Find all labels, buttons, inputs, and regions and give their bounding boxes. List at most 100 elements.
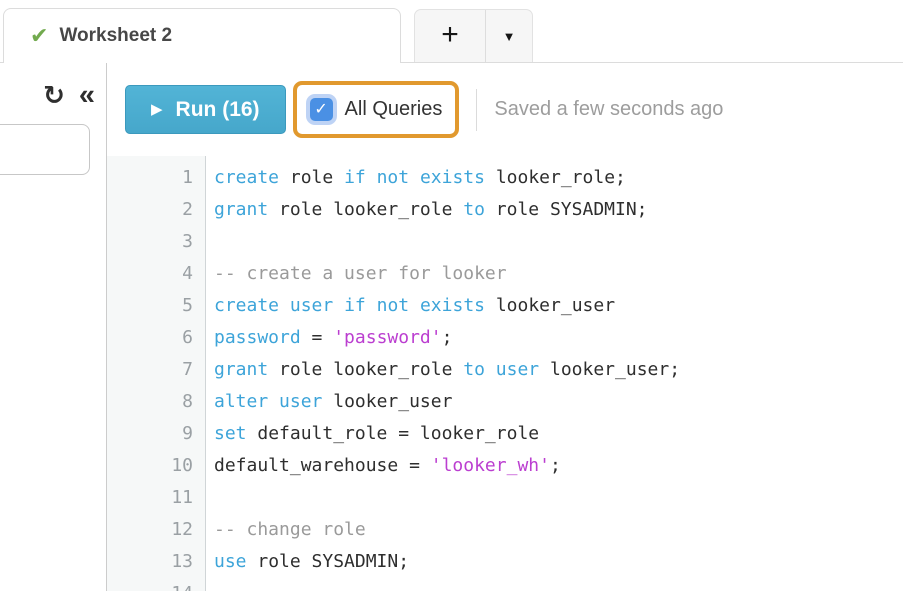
line-number: 13 — [171, 551, 193, 572]
code-token-keyword: user — [279, 391, 323, 412]
code-token-keyword: alter — [214, 391, 269, 412]
code-line[interactable]: set default_role = looker_role — [214, 418, 903, 450]
code-token-keyword: to — [463, 199, 485, 220]
line-number: 10 — [171, 455, 193, 476]
code-token-string: 'password' — [333, 327, 442, 348]
code-token-keyword: exists — [419, 167, 485, 188]
line-number: 3 — [182, 231, 193, 252]
code-token-plain — [409, 295, 420, 316]
line-number: 14 — [107, 578, 193, 591]
object-search-input[interactable] — [0, 124, 90, 175]
worksheet-content: ▶ Run (16) ✓ All Queries Saved a few sec… — [107, 63, 903, 591]
code-token-comment: -- create a user for looker — [214, 263, 507, 284]
caret-down-icon: ▼ — [502, 28, 516, 44]
line-number: 5 — [182, 295, 193, 316]
refresh-icon[interactable]: ↻ — [43, 80, 65, 111]
tab-bar: ✔ Worksheet 2 + ▼ — [0, 0, 903, 63]
tab-actions-divider — [485, 10, 486, 62]
save-status-text: Saved a few seconds ago — [494, 98, 724, 120]
code-token-string: 'looker_wh' — [430, 455, 550, 476]
code-token-plain: ; — [549, 455, 561, 476]
code-token-plain: role SYSADMIN; — [246, 551, 410, 572]
tab-label: Worksheet 2 — [59, 25, 173, 46]
collapse-sidebar-icon[interactable]: « — [78, 79, 95, 111]
code-line[interactable]: grant role looker_role to role SYSADMIN; — [214, 194, 903, 226]
code-line[interactable]: alter user looker_user — [214, 386, 903, 418]
code-line[interactable]: default_warehouse = 'looker_wh'; — [214, 450, 903, 482]
code-token-plain — [279, 295, 290, 316]
left-sidebar: ↻ « — [0, 63, 107, 591]
line-number: 8 — [182, 391, 193, 412]
code-line[interactable]: -- create a user for looker — [214, 258, 903, 290]
code-line[interactable]: use role SYSADMIN; — [214, 546, 903, 578]
line-number: 6 — [182, 327, 193, 348]
sidebar-icons: ↻ « — [43, 79, 95, 111]
all-queries-highlight-box: ✓ All Queries — [292, 81, 460, 138]
code-line[interactable] — [214, 226, 903, 258]
line-number: 4 — [182, 263, 193, 284]
all-queries-label[interactable]: All Queries — [344, 98, 443, 120]
code-token-plain: role looker_role — [268, 359, 464, 380]
line-number: 12 — [171, 519, 193, 540]
code-token-plain — [409, 167, 420, 188]
code-token-plain: looker_user — [485, 295, 616, 316]
sql-editor[interactable]: 1234567891011121314 create role if not e… — [107, 156, 903, 591]
code-token-keyword: if — [344, 295, 366, 316]
code-token-plain: = — [300, 327, 334, 348]
code-token-plain — [268, 391, 279, 412]
code-token-keyword: not — [376, 295, 410, 316]
code-token-plain — [366, 167, 377, 188]
code-token-keyword: if — [344, 167, 366, 188]
code-token-plain: role looker_role — [268, 199, 464, 220]
code-token-plain: ; — [441, 327, 453, 348]
code-line[interactable]: create role if not exists looker_role; — [214, 162, 903, 194]
line-number: 1 — [182, 167, 193, 188]
code-token-keyword: grant — [214, 199, 269, 220]
code-token-keyword: create — [214, 167, 280, 188]
code-token-plain — [366, 295, 377, 316]
code-token-plain — [485, 359, 496, 380]
code-token-keyword: use — [214, 551, 247, 572]
code-token-keyword: user — [495, 359, 540, 380]
run-button-label: Run (16) — [175, 97, 260, 121]
code-token-keyword: user — [289, 295, 334, 316]
code-area[interactable]: create role if not exists looker_role;gr… — [206, 156, 903, 591]
code-token-keyword: not — [376, 167, 410, 188]
line-number: 11 — [171, 487, 193, 508]
toolbar: ▶ Run (16) ✓ All Queries Saved a few sec… — [107, 63, 903, 156]
tab-worksheet-2[interactable]: ✔ Worksheet 2 — [3, 8, 401, 63]
code-token-plain: default_role = looker_role — [246, 423, 540, 444]
code-line[interactable] — [214, 482, 903, 514]
toolbar-divider — [476, 88, 478, 131]
code-token-keyword: to — [463, 359, 485, 380]
code-token-keyword: create — [214, 295, 280, 316]
code-token-plain: looker_user — [322, 391, 453, 412]
code-token-keyword: exists — [419, 295, 485, 316]
line-number: 9 — [182, 423, 193, 444]
code-token-keyword: set — [214, 423, 247, 444]
code-token-plain: role SYSADMIN; — [484, 199, 648, 220]
code-line[interactable]: grant role looker_role to user looker_us… — [214, 354, 903, 386]
worksheet-menu-button[interactable]: ▼ — [486, 10, 532, 62]
code-line[interactable]: password = 'password'; — [214, 322, 903, 354]
checkmark-icon: ✓ — [314, 100, 328, 118]
code-line[interactable]: -- change role — [214, 514, 903, 546]
code-line[interactable]: create user if not exists looker_user — [214, 290, 903, 322]
code-token-plain: looker_user; — [539, 359, 681, 380]
run-button[interactable]: ▶ Run (16) — [125, 85, 286, 134]
main-area: ↻ « ▶ Run (16) ✓ All Queries Saved a few… — [0, 63, 903, 591]
new-worksheet-button[interactable]: + — [415, 10, 485, 62]
line-number-gutter: 1234567891011121314 — [107, 156, 206, 591]
all-queries-checkbox[interactable]: ✓ — [309, 98, 333, 121]
code-token-plain: looker_role; — [484, 167, 626, 188]
code-token-keyword: password — [214, 327, 301, 348]
code-token-plain: default_warehouse = — [214, 455, 431, 476]
tab-actions-group: + ▼ — [414, 9, 533, 62]
code-line[interactable] — [214, 578, 903, 591]
saved-check-icon: ✔ — [30, 23, 49, 48]
code-token-keyword: grant — [214, 359, 269, 380]
line-number: 7 — [182, 359, 193, 380]
play-icon: ▶ — [151, 101, 163, 118]
code-token-plain — [333, 295, 344, 316]
